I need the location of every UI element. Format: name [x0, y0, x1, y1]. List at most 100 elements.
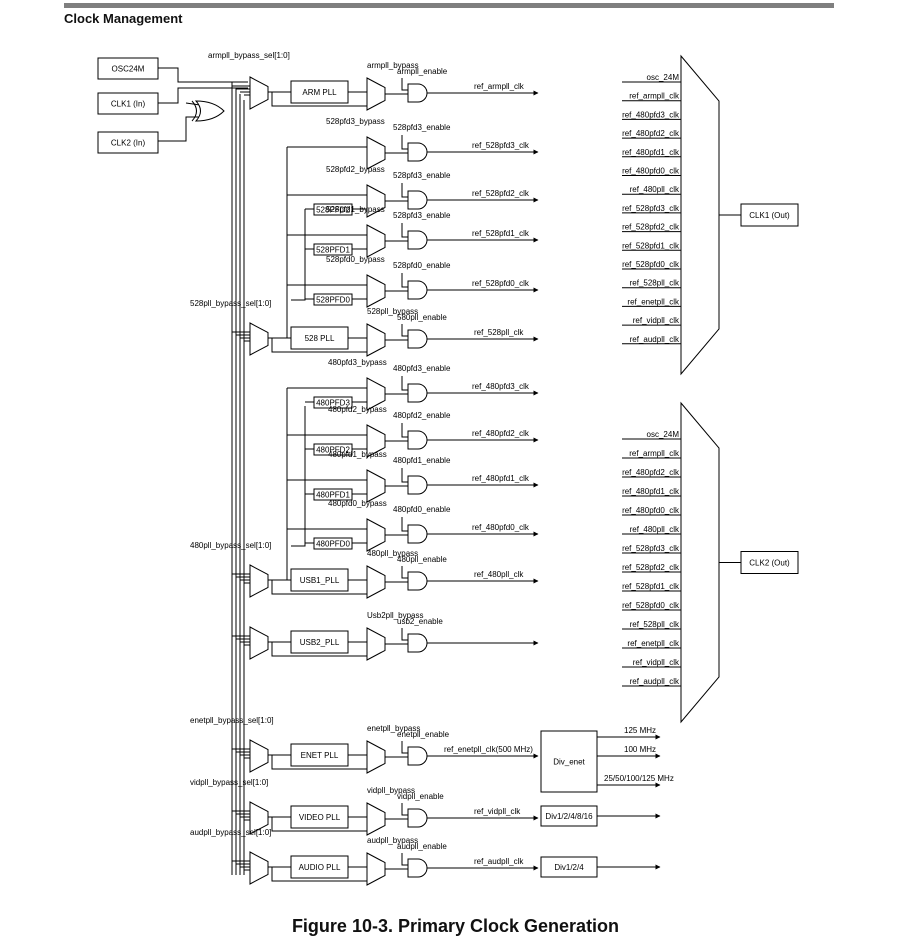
enable-and-gate	[407, 571, 428, 591]
pfd-enable-label: 480pfd3_enable	[393, 364, 451, 373]
bypass-label: 480pll_bypass	[367, 549, 418, 558]
pfd-bypass-mux	[366, 136, 386, 170]
figure-caption: Figure 10-3. Primary Clock Generation	[291, 916, 620, 936]
pfd-divider-box	[313, 203, 353, 216]
pll-block-label: USB2_PLL	[300, 638, 340, 647]
pll-mux-select-label: 480pll_bypass_sel[1:0]	[190, 541, 271, 550]
pfd-divider-box	[313, 537, 353, 550]
pfd-output-label: ref_480pfd0_clk	[472, 523, 530, 532]
input-osc24m-box-label: OSC24M	[112, 65, 145, 74]
clk1-out-output-box	[740, 203, 799, 227]
pfd-bypass-mux	[366, 377, 386, 411]
pfd-bypass-label: 528pfd0_bypass	[326, 255, 385, 264]
clk1-out-input-label: ref_audpll_clk	[630, 335, 680, 344]
enable-label: usb2_enable	[397, 617, 443, 626]
clk1-out-input-label: ref_528pll_clk	[630, 279, 680, 288]
pll-mux-select-label: audpll_bypass_sel[1:0]	[190, 828, 271, 837]
video-divider-box-label: Div1/2/4/8/16	[545, 812, 593, 821]
clk2-out-input-label: osc_24M	[647, 430, 680, 439]
pfd-bypass-label: 528pfd1_bypass	[326, 205, 385, 214]
pll-block-label: USB1_PLL	[300, 576, 340, 585]
pfd-bypass-label: 528pfd3_bypass	[326, 117, 385, 126]
enable-label: 480pll_enable	[397, 555, 447, 564]
output-clock-label: ref_audpll_clk	[474, 857, 524, 866]
bypass-mux	[366, 852, 386, 886]
video-divider-box	[540, 805, 598, 827]
enet-divider-box	[540, 730, 598, 793]
enable-and-gate	[407, 808, 428, 828]
input-clk1-box	[97, 92, 159, 115]
pll-mux-select-label: vidpll_bypass_sel[1:0]	[190, 778, 268, 787]
clk1-out-input-label: ref_vidpll_clk	[633, 316, 680, 325]
bypass-mux	[366, 740, 386, 774]
pfd-enable-wire	[401, 273, 408, 288]
enable-wire	[401, 324, 408, 337]
pfd-bypass-label: 480pfd0_bypass	[328, 499, 387, 508]
pfd-enable-wire	[401, 183, 408, 198]
pfd-enable-wire	[401, 135, 408, 150]
pfd-and-gate	[407, 280, 428, 300]
clk1-out-input-label: ref_528pfd3_clk	[622, 204, 680, 213]
pfd-and-gate	[407, 230, 428, 250]
clk2-out-input-label: ref_armpll_clk	[629, 449, 680, 458]
pll-input-mux	[249, 564, 269, 598]
bypass-mux	[366, 627, 386, 661]
clk2-out-input-label: ref_audpll_clk	[630, 677, 680, 686]
pfd-and-gate	[407, 524, 428, 544]
enable-label: armpll_enable	[397, 67, 448, 76]
audio-divider-box-label: Div1/2/4	[554, 863, 584, 872]
enable-wire	[401, 853, 408, 866]
clk1-out-input-label: ref_480pfd1_clk	[622, 148, 680, 157]
pfd-enable-label: 528pfd3_enable	[393, 123, 451, 132]
pfd-enable-wire	[401, 376, 408, 391]
bypass-label: vidpll_bypass	[367, 786, 415, 795]
clk2-out-input-label: ref_480pfd2_clk	[622, 468, 680, 477]
clk1-out-input-label: ref_528pfd0_clk	[622, 260, 680, 269]
clk2-out-mux	[680, 401, 720, 724]
pfd-divider-box-label: 480PFD3	[316, 399, 350, 408]
clk2-wire	[158, 116, 200, 142]
enable-and-gate	[407, 633, 428, 653]
pfd-bypass-mux	[366, 424, 386, 458]
pfd-and-gate	[407, 475, 428, 495]
pfd-bypass-label: 480pfd2_bypass	[328, 405, 387, 414]
bypass-route	[271, 867, 367, 882]
pfd-output-label: ref_480pfd1_clk	[472, 474, 530, 483]
clk2-out-input-label: ref_528pll_clk	[630, 620, 680, 629]
pfd480-div-trunk	[291, 406, 306, 547]
pll-input-mux	[249, 851, 269, 885]
pll-mux-select-label: armpll_bypass_sel[1:0]	[208, 51, 290, 60]
enable-and-gate	[407, 329, 428, 349]
bypass-label: enetpll_bypass	[367, 724, 420, 733]
pfd-enable-label: 528pfd3_enable	[393, 211, 451, 220]
clk2-out-output-box-label: CLK2 (Out)	[749, 559, 790, 568]
output-clock-label: ref_armpll_clk	[474, 82, 525, 91]
pll-block	[290, 326, 349, 350]
output-clock-label: ref_528pll_clk	[474, 328, 524, 337]
pll-block-label: ENET PLL	[301, 751, 339, 760]
input-clk2-box	[97, 131, 159, 154]
bypass-mux	[366, 565, 386, 599]
pll-block	[290, 805, 349, 829]
pfd-divider-box	[313, 443, 353, 456]
input-osc24m-box	[97, 57, 159, 80]
clk2-out-input-label: ref_480pfd1_clk	[622, 487, 680, 496]
enet-divider-output-label: 100 MHz	[624, 745, 656, 754]
clk1-out-input-label: ref_480pfd0_clk	[622, 167, 680, 176]
pll-block	[290, 855, 349, 879]
enable-wire	[401, 78, 408, 91]
clk1-out-input-label: ref_480pll_clk	[630, 185, 680, 194]
bypass-label: 528pll_bypass	[367, 307, 418, 316]
osc-wire	[158, 67, 248, 83]
xor-gate-inner-curve	[191, 100, 197, 122]
pfd-divider-box	[313, 293, 353, 306]
pfd-enable-label: 528pfd3_enable	[393, 171, 451, 180]
pfd-output-label: ref_480pfd2_clk	[472, 429, 530, 438]
pfd-enable-label: 480pfd1_enable	[393, 456, 451, 465]
enable-label: audpll_enable	[397, 842, 447, 851]
pfd-divider-box	[313, 396, 353, 409]
clk2-out-input-label: ref_480pfd0_clk	[622, 506, 680, 515]
output-clock-label: ref_enetpll_clk(500 MHz)	[444, 745, 533, 754]
enable-wire	[401, 628, 408, 641]
